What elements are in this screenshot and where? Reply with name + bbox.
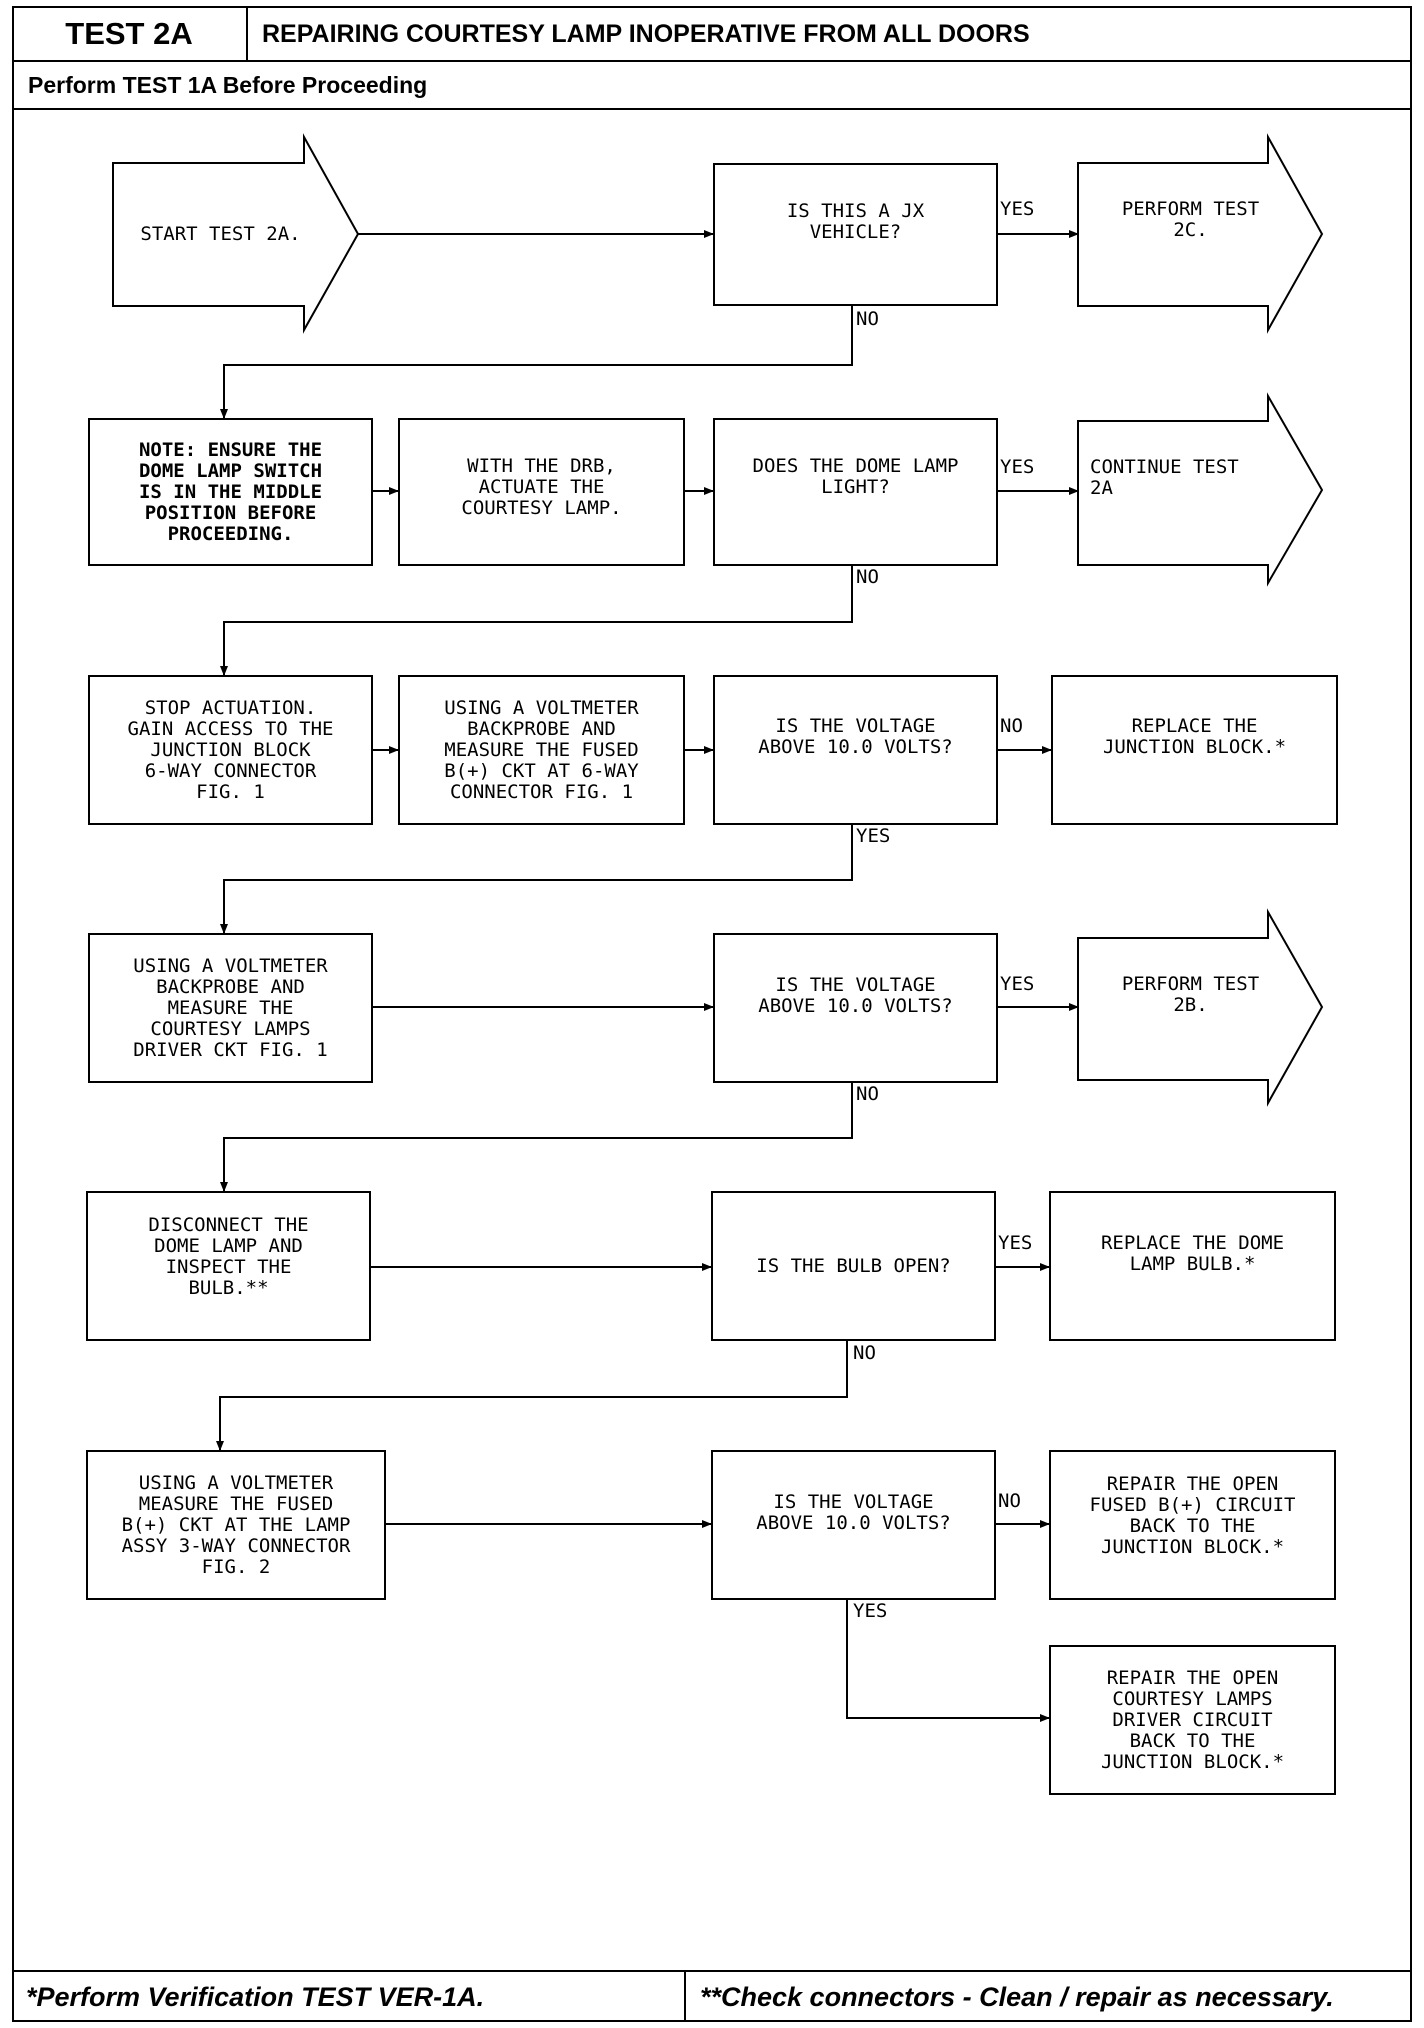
label-no-jx: NO xyxy=(856,308,879,330)
label-yes-jx: YES xyxy=(1000,198,1035,220)
continue-test-2a: CONTINUE TEST 2A xyxy=(1090,456,1239,499)
label-no-dome: NO xyxy=(856,566,879,588)
decision-jx-vehicle: IS THIS A JX VEHICLE? xyxy=(713,163,998,306)
footer-connectors-note: **Check connectors - Clean / repair as n… xyxy=(700,1981,1334,2012)
decision-bulb-open: IS THE BULB OPEN? xyxy=(711,1191,996,1341)
page-frame xyxy=(12,6,1412,2022)
perform-test-2c: PERFORM TEST 2C. xyxy=(1121,198,1260,241)
decision-voltage-2: IS THE VOLTAGE ABOVE 10.0 VOLTS? xyxy=(713,933,998,1083)
step-disconnect-dome-lamp: DISCONNECT THE DOME LAMP AND INSPECT THE… xyxy=(86,1191,371,1341)
action-repair-fused-circuit: REPAIR THE OPEN FUSED B(+) CIRCUIT BACK … xyxy=(1049,1450,1336,1600)
perform-2c-arrow-shape xyxy=(1077,133,1324,334)
action-replace-dome-bulb: REPLACE THE DOME LAMP BULB.* xyxy=(1049,1191,1336,1341)
step-stop-actuation: STOP ACTUATION. GAIN ACCESS TO THE JUNCT… xyxy=(88,675,373,825)
decision-voltage-3: IS THE VOLTAGE ABOVE 10.0 VOLTS? xyxy=(711,1450,996,1600)
action-replace-junction-block: REPLACE THE JUNCTION BLOCK.* xyxy=(1051,675,1338,825)
label-no-bulb: NO xyxy=(853,1342,876,1364)
decision-dome-lamp-light: DOES THE DOME LAMP LIGHT? xyxy=(713,418,998,566)
subtitle-bar xyxy=(12,62,1412,110)
step-measure-driver-ckt: USING A VOLTMETER BACKPROBE AND MEASURE … xyxy=(88,933,373,1083)
start-arrow-shape xyxy=(112,133,360,334)
page-title: REPAIRING COURTESY LAMP INOPERATIVE FROM… xyxy=(262,19,1030,48)
subtitle: Perform TEST 1A Before Proceeding xyxy=(28,71,428,98)
perform-test-2b: PERFORM TEST 2B. xyxy=(1121,973,1260,1016)
footer-verification-note: *Perform Verification TEST VER-1A. xyxy=(26,1981,485,2012)
header-divider xyxy=(12,6,1412,62)
continue-2a-arrow-shape xyxy=(1077,392,1324,587)
note-dome-lamp-switch: NOTE: ENSURE THE DOME LAMP SWITCH IS IN … xyxy=(88,418,373,566)
footer-divider xyxy=(12,1970,1412,1972)
label-yes-bulb: YES xyxy=(998,1232,1033,1254)
label-yes-volt-1: YES xyxy=(856,825,891,847)
label-yes-volt-2: YES xyxy=(1000,973,1035,995)
action-repair-driver-circuit: REPAIR THE OPEN COURTESY LAMPS DRIVER CI… xyxy=(1049,1645,1336,1795)
label-yes-volt-3: YES xyxy=(853,1600,888,1622)
step-measure-lamp-3way: USING A VOLTMETER MEASURE THE FUSED B(+)… xyxy=(86,1450,386,1600)
step-actuate-courtesy-lamp: WITH THE DRB, ACTUATE THE COURTESY LAMP. xyxy=(398,418,685,566)
label-no-volt-3: NO xyxy=(998,1490,1021,1512)
label-no-volt-2: NO xyxy=(856,1083,879,1105)
decision-voltage-1: IS THE VOLTAGE ABOVE 10.0 VOLTS? xyxy=(713,675,998,825)
label-yes-dome: YES xyxy=(1000,456,1035,478)
test-id: TEST 2A xyxy=(12,6,248,62)
step-measure-fused-6way: USING A VOLTMETER BACKPROBE AND MEASURE … xyxy=(398,675,685,825)
label-no-volt-1: NO xyxy=(1000,715,1023,737)
start-test-2a: START TEST 2A. xyxy=(140,223,301,245)
perform-2b-arrow-shape xyxy=(1077,908,1324,1107)
footer-column-divider xyxy=(684,1970,686,2022)
